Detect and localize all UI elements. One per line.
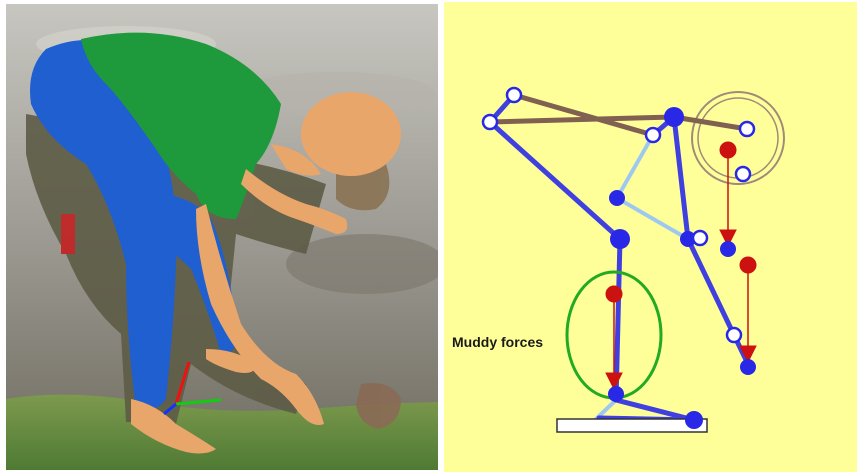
leg-com-marker (606, 286, 622, 302)
human-model-overlay-photo (6, 4, 438, 470)
link-model-diagram: Muddy forces (444, 2, 857, 472)
muddy-forces-label: Muddy forces (452, 334, 543, 350)
head-com-marker (720, 142, 736, 158)
photo-panel (6, 4, 438, 470)
diagram-background (444, 2, 857, 472)
foot-plate (557, 419, 707, 432)
arm-com-marker (740, 257, 756, 273)
diagram-panel: Muddy forces (444, 2, 857, 472)
